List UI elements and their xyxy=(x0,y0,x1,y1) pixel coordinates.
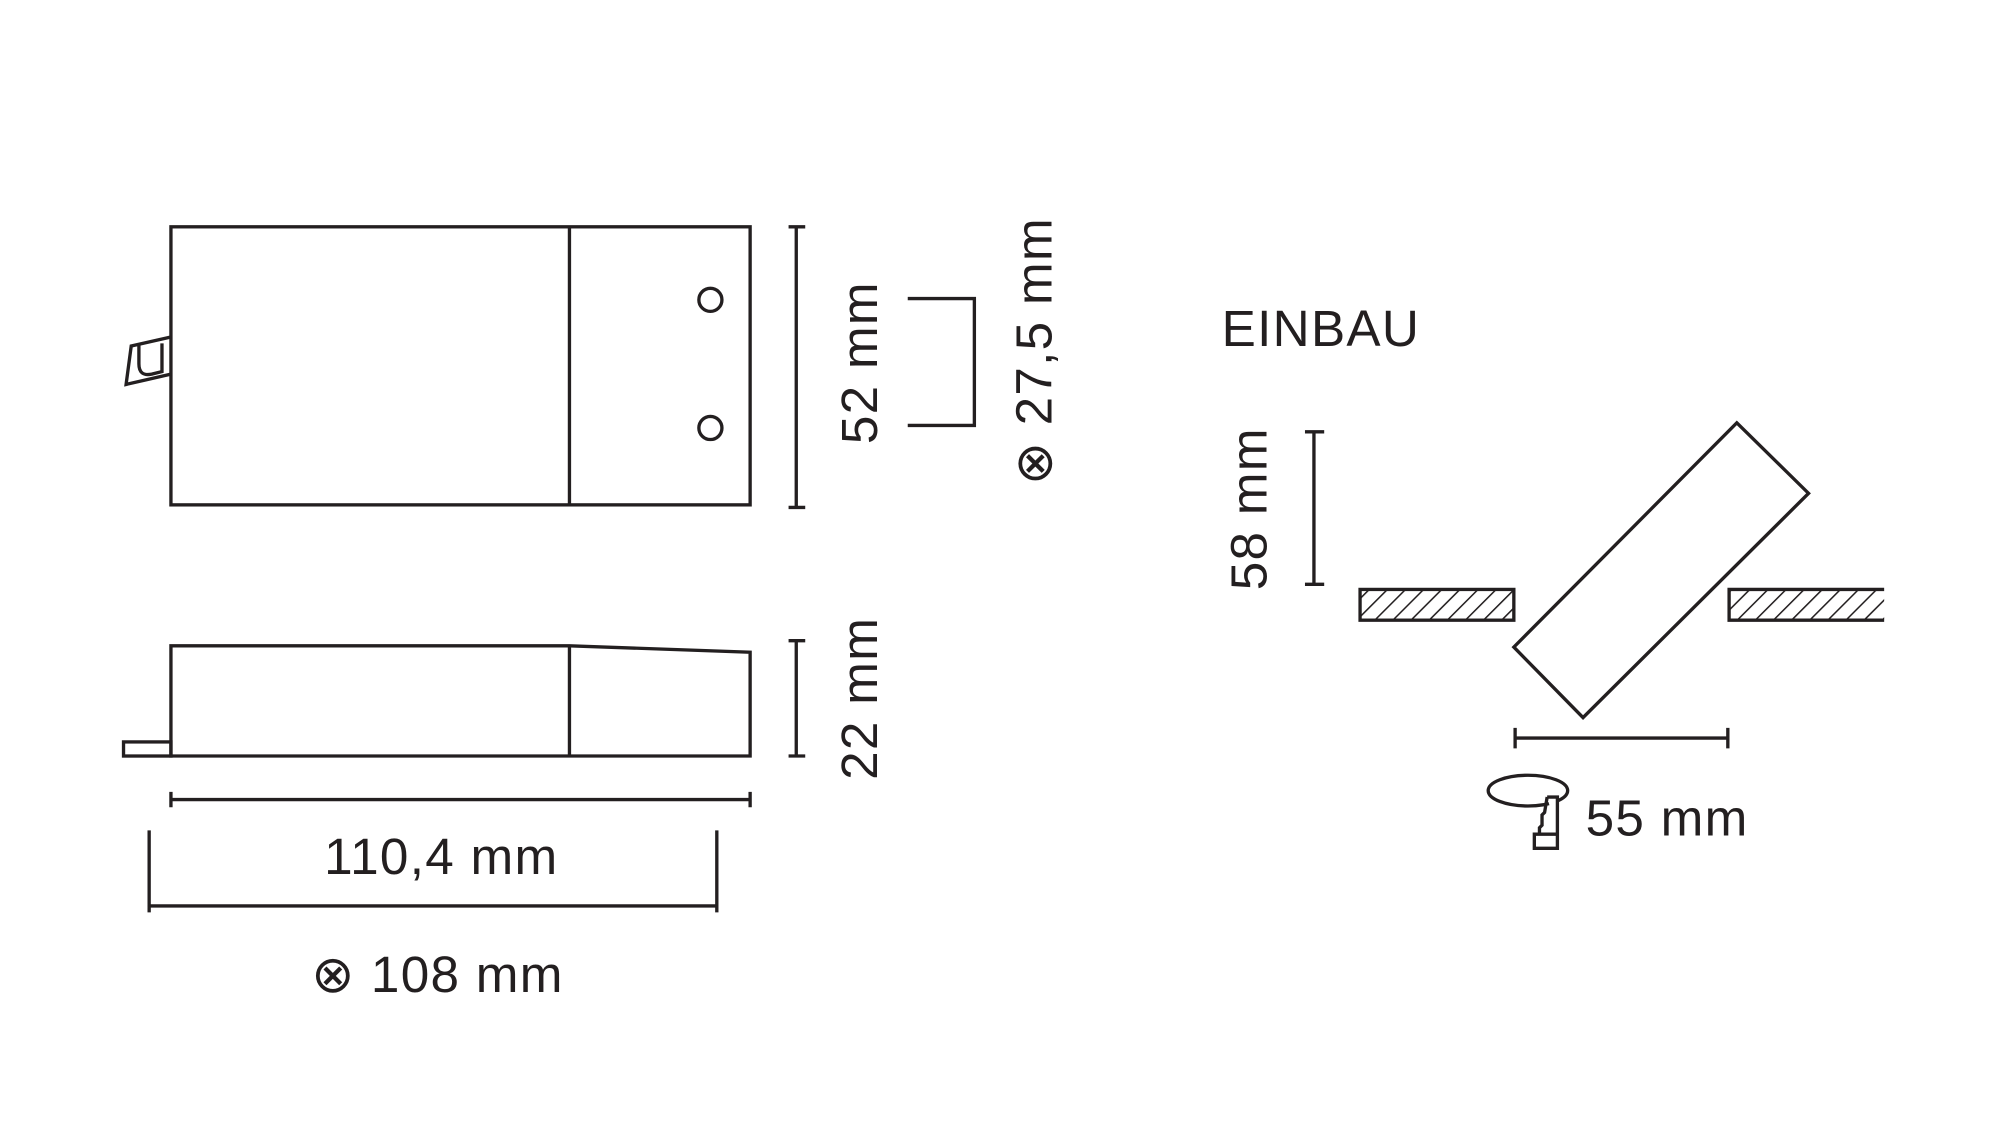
label-cutout-diameter: 55 mm xyxy=(1586,789,1749,846)
clip-tab xyxy=(121,740,173,758)
housing-side-outline xyxy=(169,644,752,758)
mounting-hole xyxy=(697,414,724,442)
label-length: 110,4 mm xyxy=(324,828,558,885)
ceiling-right-hatched xyxy=(1729,589,1885,621)
cable-clip xyxy=(124,335,172,387)
dimension-bracket-holes xyxy=(907,296,977,428)
side-view: 22 mm 110,4 mm ⊗ 108 mm xyxy=(121,617,888,1003)
top-view: 52 mm ⊗ 27,5 mm xyxy=(124,217,1062,510)
dimension-line-height xyxy=(788,225,806,510)
ceiling-right-outline xyxy=(1727,587,1885,622)
installation-view: EINBAU 58 mm 55 mm xyxy=(1221,300,1885,850)
dimension-line-length xyxy=(169,791,752,808)
label-height-side: 22 mm xyxy=(831,617,888,780)
dimension-line-cutout xyxy=(1513,727,1730,749)
label-hole-spacing: ⊗ 27,5 mm xyxy=(1005,217,1062,485)
cutout-diameter-icon xyxy=(1486,773,1570,850)
ceiling-left-hatched xyxy=(1358,587,1516,622)
label-install-height: 58 mm xyxy=(1221,427,1278,590)
label-hole-distance: ⊗ 108 mm xyxy=(311,946,564,1003)
dimension-line-install-height xyxy=(1304,430,1325,586)
housing-outline xyxy=(169,225,752,507)
mounting-hole xyxy=(697,286,724,314)
einbau-title: EINBAU xyxy=(1222,300,1421,357)
dimension-bracket-hole-distance xyxy=(147,830,719,913)
dimension-line-side-height xyxy=(788,639,806,758)
label-height-top: 52 mm xyxy=(831,281,888,444)
device-tilted xyxy=(1511,420,1811,720)
